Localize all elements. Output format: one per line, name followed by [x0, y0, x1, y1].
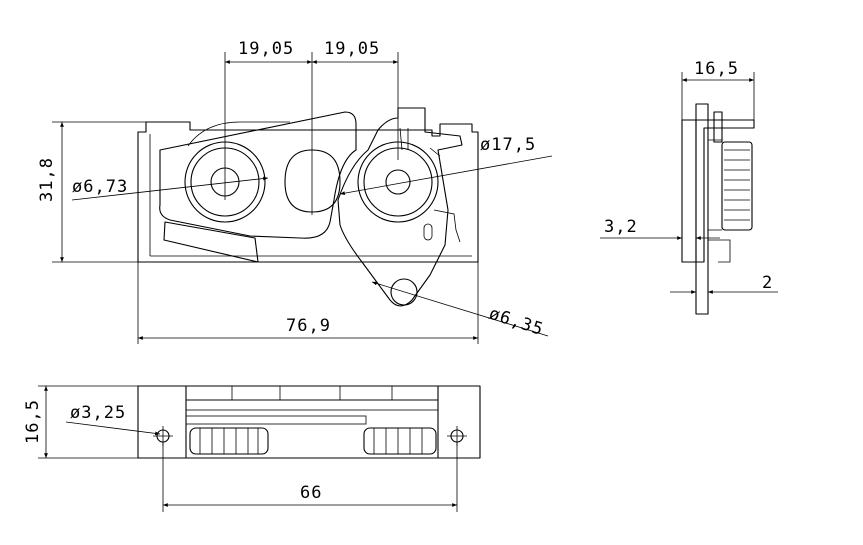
leader-dia-3-25: [65, 421, 161, 436]
dim-31-8: 31,8: [37, 157, 57, 202]
dim-19-05-right: 19,05: [324, 39, 380, 59]
dim-16-5-bottom: 16,5: [23, 399, 43, 444]
right-pin-lines: [399, 127, 409, 151]
small-slot: [423, 223, 433, 241]
leader-dia-6-73: [71, 176, 269, 201]
bottom-lower-strip: [185, 415, 367, 425]
bottom-mount-hole: [390, 278, 418, 306]
bottom-top-strip: [185, 385, 439, 401]
right-catch-plate: [337, 107, 463, 307]
dim-76-9: 76,9: [286, 316, 331, 336]
side-top-flange: [695, 119, 755, 263]
front-view: [137, 52, 479, 307]
dim-dia-17-5: ø17,5: [480, 135, 536, 155]
bottom-mid-strip: [185, 399, 439, 411]
right-rotor-hole: [385, 169, 411, 195]
dim-66: 66: [300, 483, 322, 503]
side-spring-housing: [721, 141, 753, 231]
side-base-plate: [681, 119, 697, 263]
bottom-base-plate: [137, 385, 481, 459]
middle-slot: [284, 149, 341, 213]
bottom-view-dimensions: 16,5 ø3,25 66: [23, 385, 458, 512]
side-view: [681, 103, 755, 315]
dim-dia-6-73: ø6,73: [72, 177, 128, 197]
left-lever: [159, 111, 357, 239]
dim-dia-6-35: ø6,35: [486, 304, 546, 340]
bottom-view: [137, 385, 481, 459]
dim-2: 2: [762, 273, 773, 293]
dim-19-05-left: 19,05: [238, 39, 294, 59]
dim-3-2: 3,2: [604, 217, 638, 237]
side-pin: [713, 111, 723, 143]
side-latch-plate: [695, 103, 709, 315]
leader-dia-6-35: [371, 281, 549, 337]
dim-16-5-side: 16,5: [694, 59, 739, 79]
left-lever-lower-arm: [163, 221, 259, 263]
dim-dia-3-25: ø3,25: [70, 403, 126, 423]
left-housing-arc: [187, 121, 290, 147]
side-view-dimensions: 16,5 3,2 2: [600, 59, 778, 294]
bottom-left-spring: [189, 427, 269, 455]
side-spring-coils: [724, 149, 750, 221]
bottom-right-spring: [363, 427, 437, 455]
side-detail-lines: [708, 139, 731, 263]
right-spring-details: [429, 147, 461, 243]
leader-dia-17-5: [339, 155, 553, 196]
front-view-dimensions: 19,05 19,05 31,8 ø6,73 ø17,5 ø6,35 76,9: [37, 39, 553, 344]
front-base-plate: [137, 121, 479, 263]
